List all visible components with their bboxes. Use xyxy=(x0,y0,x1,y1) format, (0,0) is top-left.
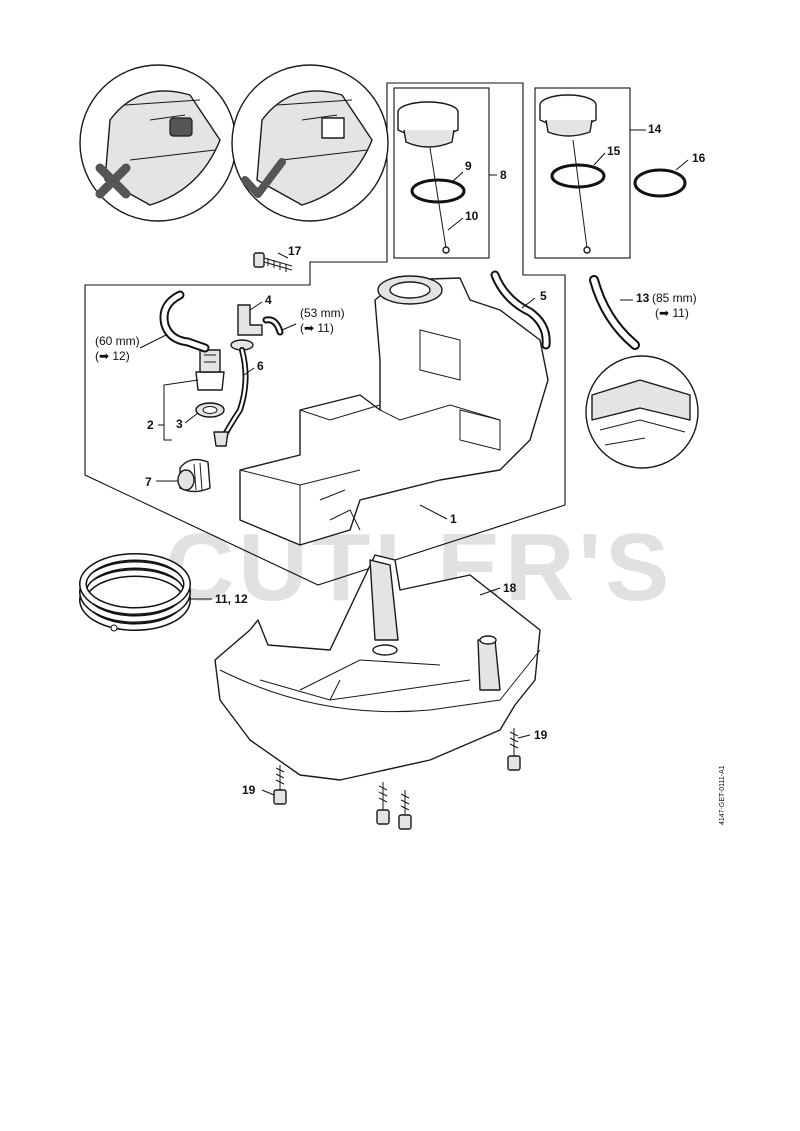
part-8-filler-cap-assembly xyxy=(393,87,490,259)
part-19-screw xyxy=(376,782,390,825)
note-85mm-ref: (➡ 11) xyxy=(655,306,689,320)
cross-mark-icon xyxy=(95,163,131,199)
part-2-fitting xyxy=(195,349,225,391)
callout-14: 14 xyxy=(648,122,662,136)
part-19-screw xyxy=(273,765,287,805)
callout-19: 19 xyxy=(534,728,548,742)
part-6-fuel-line xyxy=(213,339,254,447)
callout-11-12: 11, 12 xyxy=(215,592,248,606)
callout-7: 7 xyxy=(145,475,152,489)
callout-13: 13 xyxy=(636,291,650,305)
detail-hose-routing xyxy=(585,355,699,469)
note-53mm-ref: (➡ 11) xyxy=(300,321,334,335)
note-53mm: (53 mm) xyxy=(300,306,345,320)
note-85mm: (85 mm) xyxy=(652,291,697,305)
callout-4: 4 xyxy=(265,293,272,307)
callout-6: 6 xyxy=(257,359,264,373)
note-60mm: (60 mm) xyxy=(95,334,140,348)
callout-3: 3 xyxy=(176,417,183,431)
assembly-frame xyxy=(84,82,566,586)
part-19-screw xyxy=(398,790,412,830)
part-18-tank-housing xyxy=(214,554,541,781)
part-1-fuel-tank xyxy=(239,275,549,546)
note-60mm-ref: (➡ 12) xyxy=(95,349,130,363)
detail-correct-orientation xyxy=(231,64,389,222)
part-4-elbow xyxy=(237,304,263,336)
callout-10: 10 xyxy=(465,209,479,223)
callout-19: 19 xyxy=(242,783,256,797)
callout-2: 2 xyxy=(147,418,154,432)
part-19-screw xyxy=(507,728,521,771)
part-17-screw xyxy=(253,252,293,272)
callout-9: 9 xyxy=(465,159,472,173)
part-11-12-hose-coil xyxy=(79,553,191,632)
check-mark-icon xyxy=(241,158,286,198)
callout-16: 16 xyxy=(692,151,706,165)
callout-1: 1 xyxy=(450,512,457,526)
detail-wrong-orientation xyxy=(79,64,237,222)
part-7-fuel-filter xyxy=(177,458,211,493)
part-9-o-ring xyxy=(410,178,466,204)
callout-5: 5 xyxy=(540,289,547,303)
part-14-filler-cap-assembly xyxy=(534,87,631,259)
callout-8: 8 xyxy=(500,168,507,182)
callout-18: 18 xyxy=(503,581,517,595)
part-16-o-ring xyxy=(633,168,687,198)
leader-lines xyxy=(139,129,689,796)
callout-15: 15 xyxy=(607,144,621,158)
callout-17: 17 xyxy=(288,244,302,258)
document-id: 4147-GET-0111-A1 xyxy=(719,765,726,825)
part-15-o-ring xyxy=(550,163,606,189)
